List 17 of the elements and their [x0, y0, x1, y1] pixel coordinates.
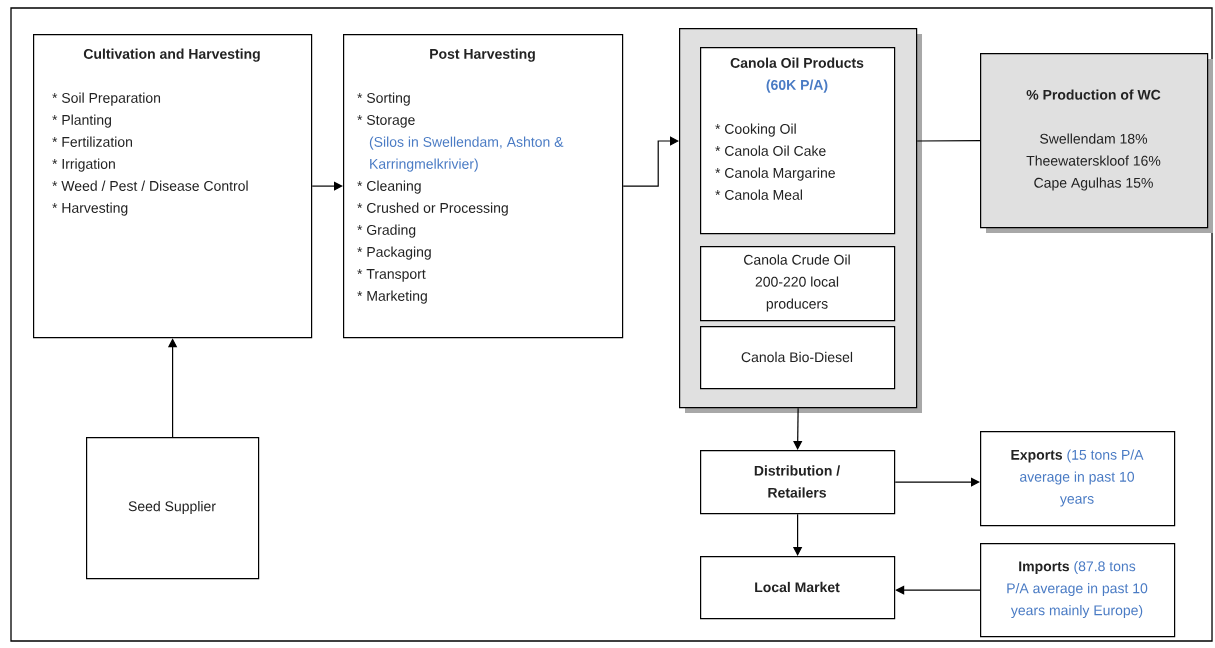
arrow — [311, 181, 343, 191]
trade-box: Exports (15 tons P/A average in past 10 years — [980, 431, 1176, 527]
product-box: Canola Bio-Diesel — [700, 326, 896, 390]
connector-line — [916, 140, 981, 142]
process-box: Seed Supplier — [86, 437, 260, 580]
arrow — [622, 136, 679, 187]
arrow — [895, 585, 981, 595]
arrow — [894, 477, 980, 487]
process-box: Cultivation and Harvesting * Soil Preparation * Planting * Fertilization * Irrigation * Weed / Pest / Disease Control * Harvesting — [33, 34, 313, 339]
statistics-box: % Production of WC Swellendam 18% Theewaterskloof 16% Cape Agulhas 15% — [980, 53, 1213, 233]
arrow — [793, 407, 803, 450]
trade-box: Imports (87.8 tons P/A average in past 10 years mainly Europe) — [980, 543, 1176, 638]
process-box: Local Market — [700, 556, 896, 620]
product-box: Canola Crude Oil 200-220 local producers — [700, 246, 896, 322]
product-box: Canola Oil Products (60K P/A) * Cooking Oil * Canola Oil Cake * Canola Margarine * Canola Meal — [700, 47, 896, 235]
process-box: Post Harvesting * Sorting * Storage (Silos in Swellendam, Ashton & Karringmelkrivier) * Cleaning * Crushed or Processing * Grading * Packaging * Transport * Marketing — [343, 34, 624, 339]
process-box: Distribution / Retailers — [700, 450, 896, 515]
